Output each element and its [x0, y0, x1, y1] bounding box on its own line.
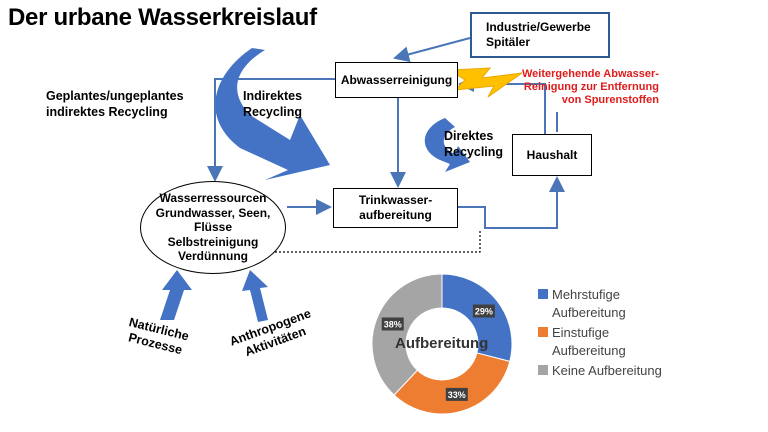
legend-swatch: [538, 365, 548, 375]
legend-swatch: [538, 289, 548, 299]
trinkwasser-box: Trinkwasser- aufbereitung: [333, 188, 458, 228]
anthropogen-arrow: [242, 270, 268, 322]
data-label-bg: [445, 387, 468, 401]
legend-label: Mehrstufige Aufbereitung: [552, 287, 626, 320]
aufbereitung-chart: 29% 33% 38%: [371, 273, 513, 415]
indirekt-recycling-arrow: [215, 48, 330, 180]
industrie-box: Industrie/Gewerbe Spitäler: [470, 12, 610, 58]
direkt-recycling-arrow: [424, 118, 470, 172]
haushalt-box: Haushalt: [512, 134, 592, 176]
legend-swatch: [538, 327, 548, 337]
dotted-line: [275, 230, 481, 253]
legend-item-einstufig: Einstufige Aufbereitung: [538, 324, 662, 360]
pie-slice: [393, 352, 511, 415]
chart-title: Aufbereitung: [395, 335, 489, 352]
haushalt-label: Haushalt: [526, 147, 578, 162]
data-label-bg: [381, 317, 404, 331]
wasserressourcen-label: Wasserressourcen Grundwasser, Seen, Flüs…: [155, 191, 271, 264]
natuerlich-arrow: [160, 270, 192, 320]
direkt-label: Direktes Recycling: [444, 129, 504, 159]
indirekt-label: Indirektes Recycling: [243, 89, 303, 119]
geplant-label: Geplantes/ungeplantes indirektes Recycli…: [46, 89, 184, 119]
pie-slice: [441, 273, 513, 363]
legend-label: Einstufige Aufbereitung: [552, 325, 626, 358]
page-title: Der urbane Wasserkreislauf: [8, 4, 317, 31]
weitergehend-label: Weitergehende Abwasser- Reinigung zur En…: [522, 68, 659, 106]
data-label: 29%: [475, 307, 493, 317]
wasserressourcen-ellipse: Wasserressourcen Grundwasser, Seen, Flüs…: [140, 181, 286, 274]
legend-label: Keine Aufbereitung: [552, 363, 662, 378]
data-label: 33%: [448, 390, 466, 400]
pie-slice: [371, 273, 443, 396]
data-label: 38%: [384, 319, 402, 329]
line-abwasser-ressourcen: [207, 78, 335, 182]
line-trinkwasser-haushalt: [458, 176, 565, 229]
abwasserreinigung-box: Abwasserreinigung: [335, 62, 458, 98]
data-label-bg: [472, 304, 495, 318]
line-industrie-abwasser: [393, 37, 471, 63]
industrie-label: Industrie/Gewerbe Spitäler: [486, 20, 591, 49]
abwasserreinigung-label: Abwasserreinigung: [340, 72, 453, 87]
legend-item-mehrstufig: Mehrstufige Aufbereitung: [538, 286, 662, 322]
lightning-bolt: [448, 67, 523, 98]
legend-item-keine: Keine Aufbereitung: [538, 362, 662, 380]
trinkwasser-label: Trinkwasser- aufbereitung: [358, 193, 433, 222]
